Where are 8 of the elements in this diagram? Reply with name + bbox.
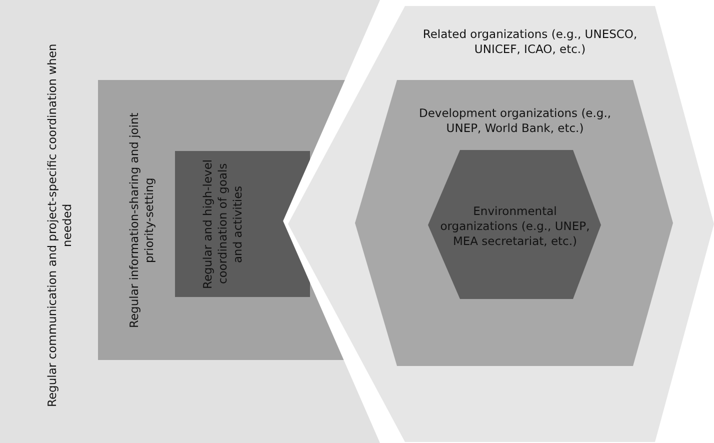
node-label: Related organizations (e.g., UNESCO, UNICEF, ICAO, etc.) [422, 26, 638, 58]
node-label: Environmental organizations (e.g., UNEP, MEA secretariat, etc.) [440, 202, 590, 250]
chevron-band [0, 0, 380, 443]
node-label: Development organizations (e.g., UNEP, World Bank, etc.) [418, 105, 612, 137]
node-label: Regular information-sharing and joint priority-setting [126, 111, 157, 330]
node-label: Regular communication and project-specific coordination when needed [44, 42, 75, 409]
process-box [175, 151, 310, 297]
node-label: Regular and high-level coordination of goals and activities [200, 158, 246, 291]
